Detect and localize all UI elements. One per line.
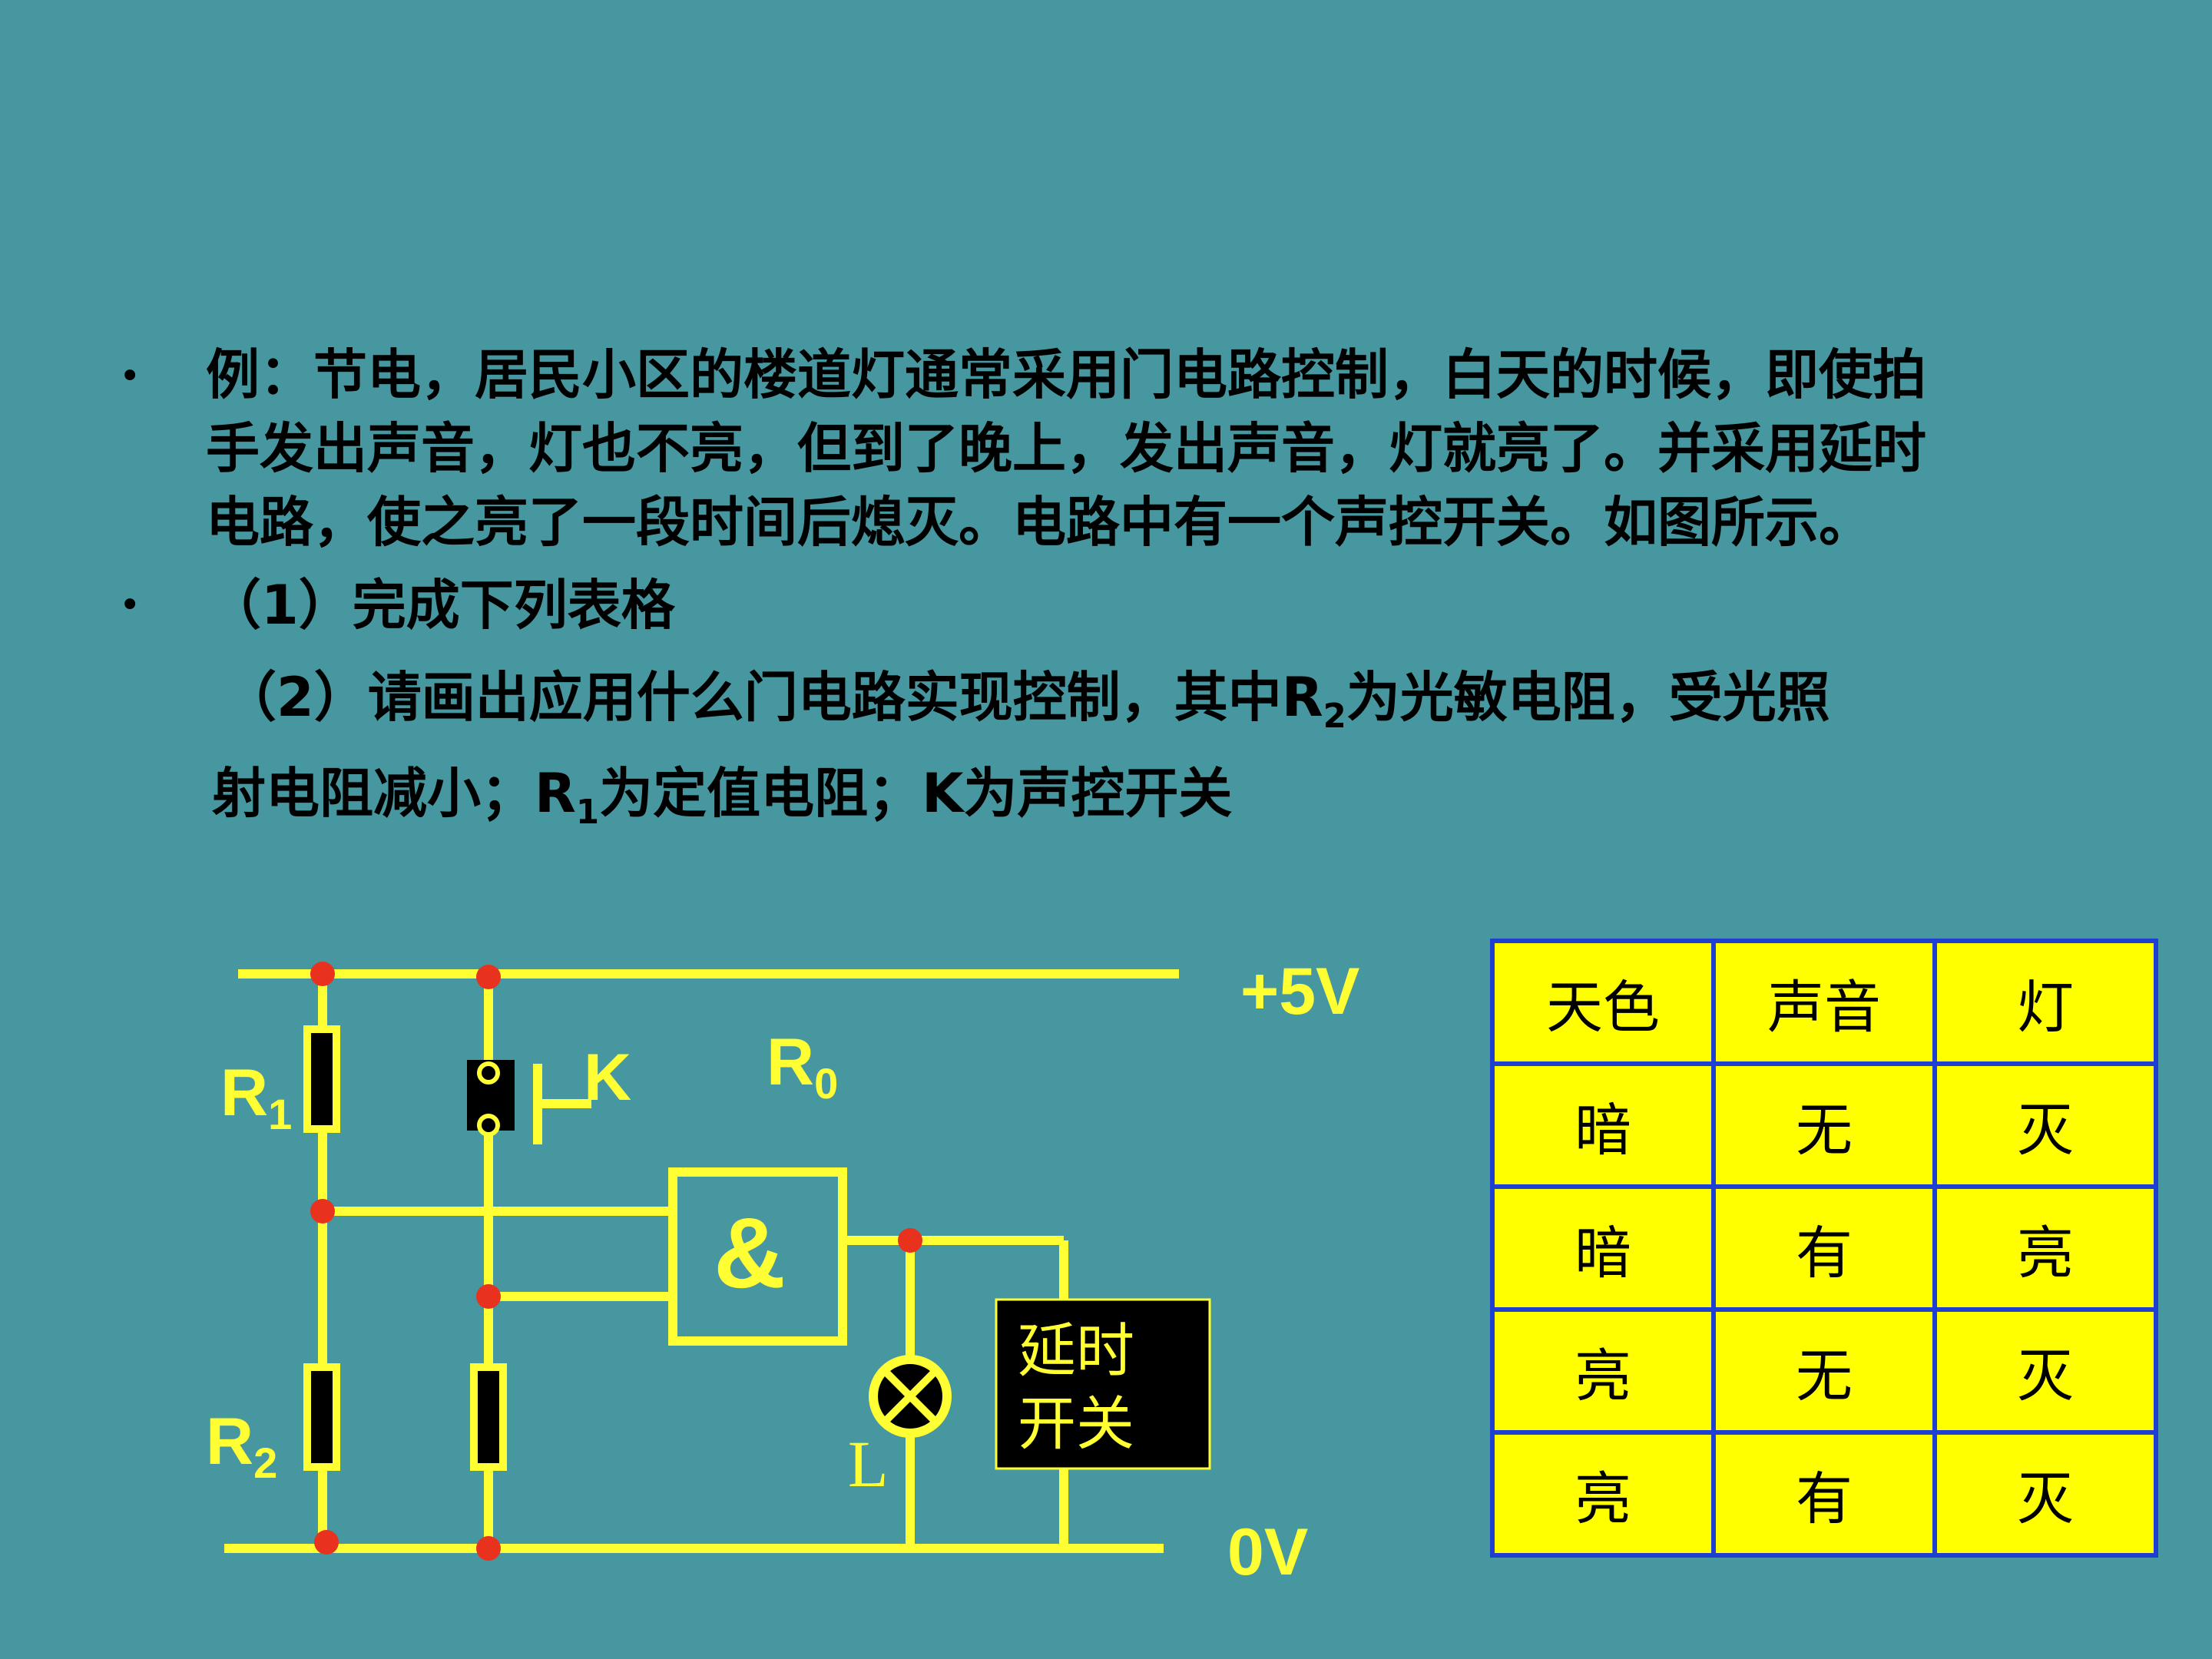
table-cell: 灭 [1932, 1061, 2158, 1189]
table-cell: 有 [1711, 1430, 1937, 1558]
switch-contact-bottom [477, 1114, 500, 1137]
q2-line2-b: 为定值电阻；K为声控开关 [599, 762, 1233, 826]
label-5v: +5V [1240, 955, 1359, 1028]
and-gate [668, 1167, 847, 1346]
table-row: 暗 无 灭 [1490, 1061, 2158, 1189]
table-row: 亮 有 灭 [1490, 1430, 2158, 1558]
table-header-row: 天色 声音 灯 [1490, 939, 2158, 1066]
label-r0: R0 [767, 1025, 838, 1108]
truth-table: 天色 声音 灯 暗 无 灭 暗 有 亮 亮 无 灭 亮 有 灭 [1490, 939, 2158, 1558]
node-dot [314, 1530, 339, 1555]
q2-prefix: （2）请画出应用什么门电路实现控制，其中R [223, 666, 1323, 729]
junction-dots [310, 962, 922, 1561]
delay-switch-label-2: 开关 [1018, 1389, 1134, 1458]
table-row: 暗 有 亮 [1490, 1184, 2158, 1312]
node-dot [476, 1284, 501, 1309]
bullet-2: • [119, 584, 141, 627]
label-0v: 0V [1227, 1515, 1308, 1589]
table-cell: 灭 [1932, 1307, 2158, 1435]
and-gate-symbol: & [714, 1197, 786, 1309]
q2-line2-a: 射电阻减小；R [212, 762, 576, 826]
switch-contact-top [477, 1061, 500, 1084]
table-cell: 有 [1711, 1184, 1937, 1312]
delay-switch-label-1: 延时 [1018, 1316, 1134, 1385]
table-cell: 无 [1711, 1307, 1937, 1435]
node-dot [476, 965, 501, 989]
node-dot [476, 1536, 501, 1561]
switch-k [467, 1060, 591, 1144]
table-cell: 无 [1711, 1061, 1937, 1189]
node-dot [310, 1199, 335, 1224]
table-row: 亮 无 灭 [1490, 1307, 2158, 1435]
resistor-r2 [303, 1363, 340, 1471]
delay-switch-box [995, 1298, 1211, 1470]
label-r0-letter: R [767, 1025, 814, 1099]
q2-mid: 为光敏电阻，受光照 [1346, 666, 1830, 729]
header-sound: 声音 [1711, 939, 1937, 1066]
q2-line-1: （2）请画出应用什么门电路实现控制，其中R2为光敏电阻，受光照 [223, 661, 2189, 753]
q2-sub-r1: 1 [575, 793, 600, 833]
question-2: （2）请画出应用什么门电路实现控制，其中R2为光敏电阻，受光照 射电阻减小；R1… [212, 661, 2189, 849]
q2-line-2: 射电阻减小；R1为定值电阻；K为声控开关 [212, 757, 2189, 849]
header-lamp: 灯 [1932, 939, 2158, 1066]
lamp-cross-2 [882, 1369, 938, 1424]
node-dot [310, 962, 335, 986]
problem-intro: 例：节电，居民小区的楼道灯通常采用门电路控制，白天的时候，即使拍 手发出声音，灯… [206, 338, 2172, 559]
table-cell: 暗 [1490, 1184, 1716, 1312]
table-cell: 灭 [1932, 1430, 2158, 1558]
label-r1: R1 [220, 1056, 292, 1138]
lamp-l [869, 1355, 952, 1438]
question-1: （1）完成下列表格 [207, 574, 675, 637]
label-r0-sub: 0 [814, 1059, 838, 1108]
node-dot [898, 1228, 922, 1253]
label-r1-sub: 1 [268, 1090, 292, 1138]
table-cell: 暗 [1490, 1061, 1716, 1189]
label-r2-letter: R [206, 1405, 253, 1479]
lamp-label: L [848, 1427, 889, 1501]
label-r2: R2 [206, 1405, 277, 1487]
table-cell: 亮 [1932, 1184, 2158, 1312]
header-sky: 天色 [1490, 939, 1716, 1066]
label-k: K [584, 1041, 631, 1114]
intro-line-1: 例：节电，居民小区的楼道灯通常采用门电路控制，白天的时候，即使拍 [206, 343, 1926, 406]
intro-line-2: 手发出声音，灯也不亮，但到了晚上，发出声音，灯就亮了。并采用延时 [206, 417, 1926, 480]
q2-sub-r2: 2 [1323, 697, 1346, 737]
bullet-1: • [119, 355, 141, 398]
label-r2-sub: 2 [253, 1439, 277, 1487]
resistor-r0 [470, 1363, 507, 1471]
table-cell: 亮 [1490, 1430, 1716, 1558]
resistor-r1 [303, 1025, 340, 1133]
table-cell: 亮 [1490, 1307, 1716, 1435]
intro-line-3: 电路，使之亮了一段时间后熄灭。电路中有一个声控开关。如图所示。 [206, 491, 1873, 554]
label-r1-letter: R [220, 1056, 268, 1130]
